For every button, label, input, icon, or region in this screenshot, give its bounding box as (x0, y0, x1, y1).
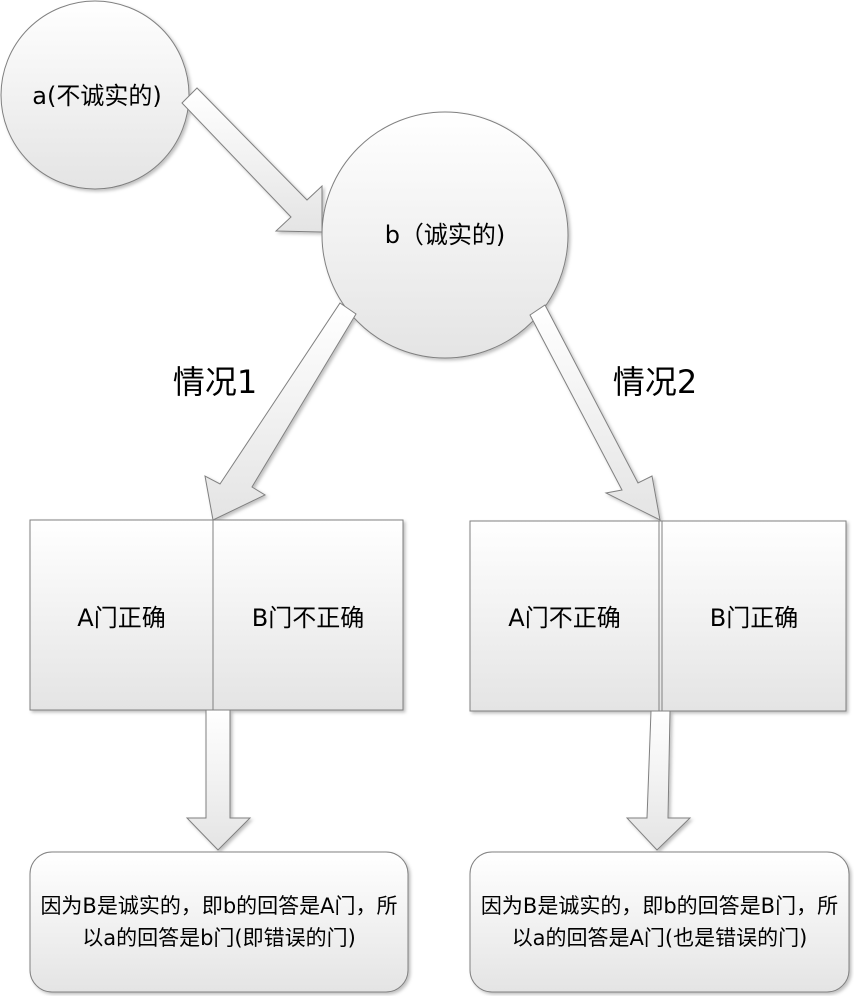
case1-conclusion-box (29, 851, 409, 993)
arrow-case1-down (185, 709, 252, 851)
case1-box (29, 519, 404, 711)
case1-label: 情况1 (172, 363, 258, 401)
node-a-label: a(不诚实的) (32, 82, 162, 110)
node-b-circle (321, 111, 569, 359)
case2-cell-b: B门正确 (709, 603, 799, 632)
node-a-circle (0, 0, 190, 190)
arrow-case2-down (625, 710, 692, 851)
case1-cell-a: A门正确 (77, 603, 166, 632)
case2-label: 情况2 (612, 363, 698, 401)
case2-conclusion-box (469, 851, 850, 993)
arrow-b-to-case2 (529, 304, 661, 521)
case2-conclusion: 因为B是诚实的，即b的回答是B门，所以a的回答是A门(也是错误的门) (480, 894, 839, 950)
case1-conclusion: 因为B是诚实的，即b的回答是A门，所以a的回答是b门(即错误的门) (40, 894, 398, 950)
case2-box (469, 520, 847, 712)
node-b-label: b（诚实的) (384, 221, 506, 249)
case2-cell-a: A门不正确 (508, 603, 621, 632)
arrow-a-to-b (181, 87, 323, 233)
case1-cell-b: B门不正确 (251, 603, 365, 632)
arrow-b-to-case1 (204, 302, 357, 521)
